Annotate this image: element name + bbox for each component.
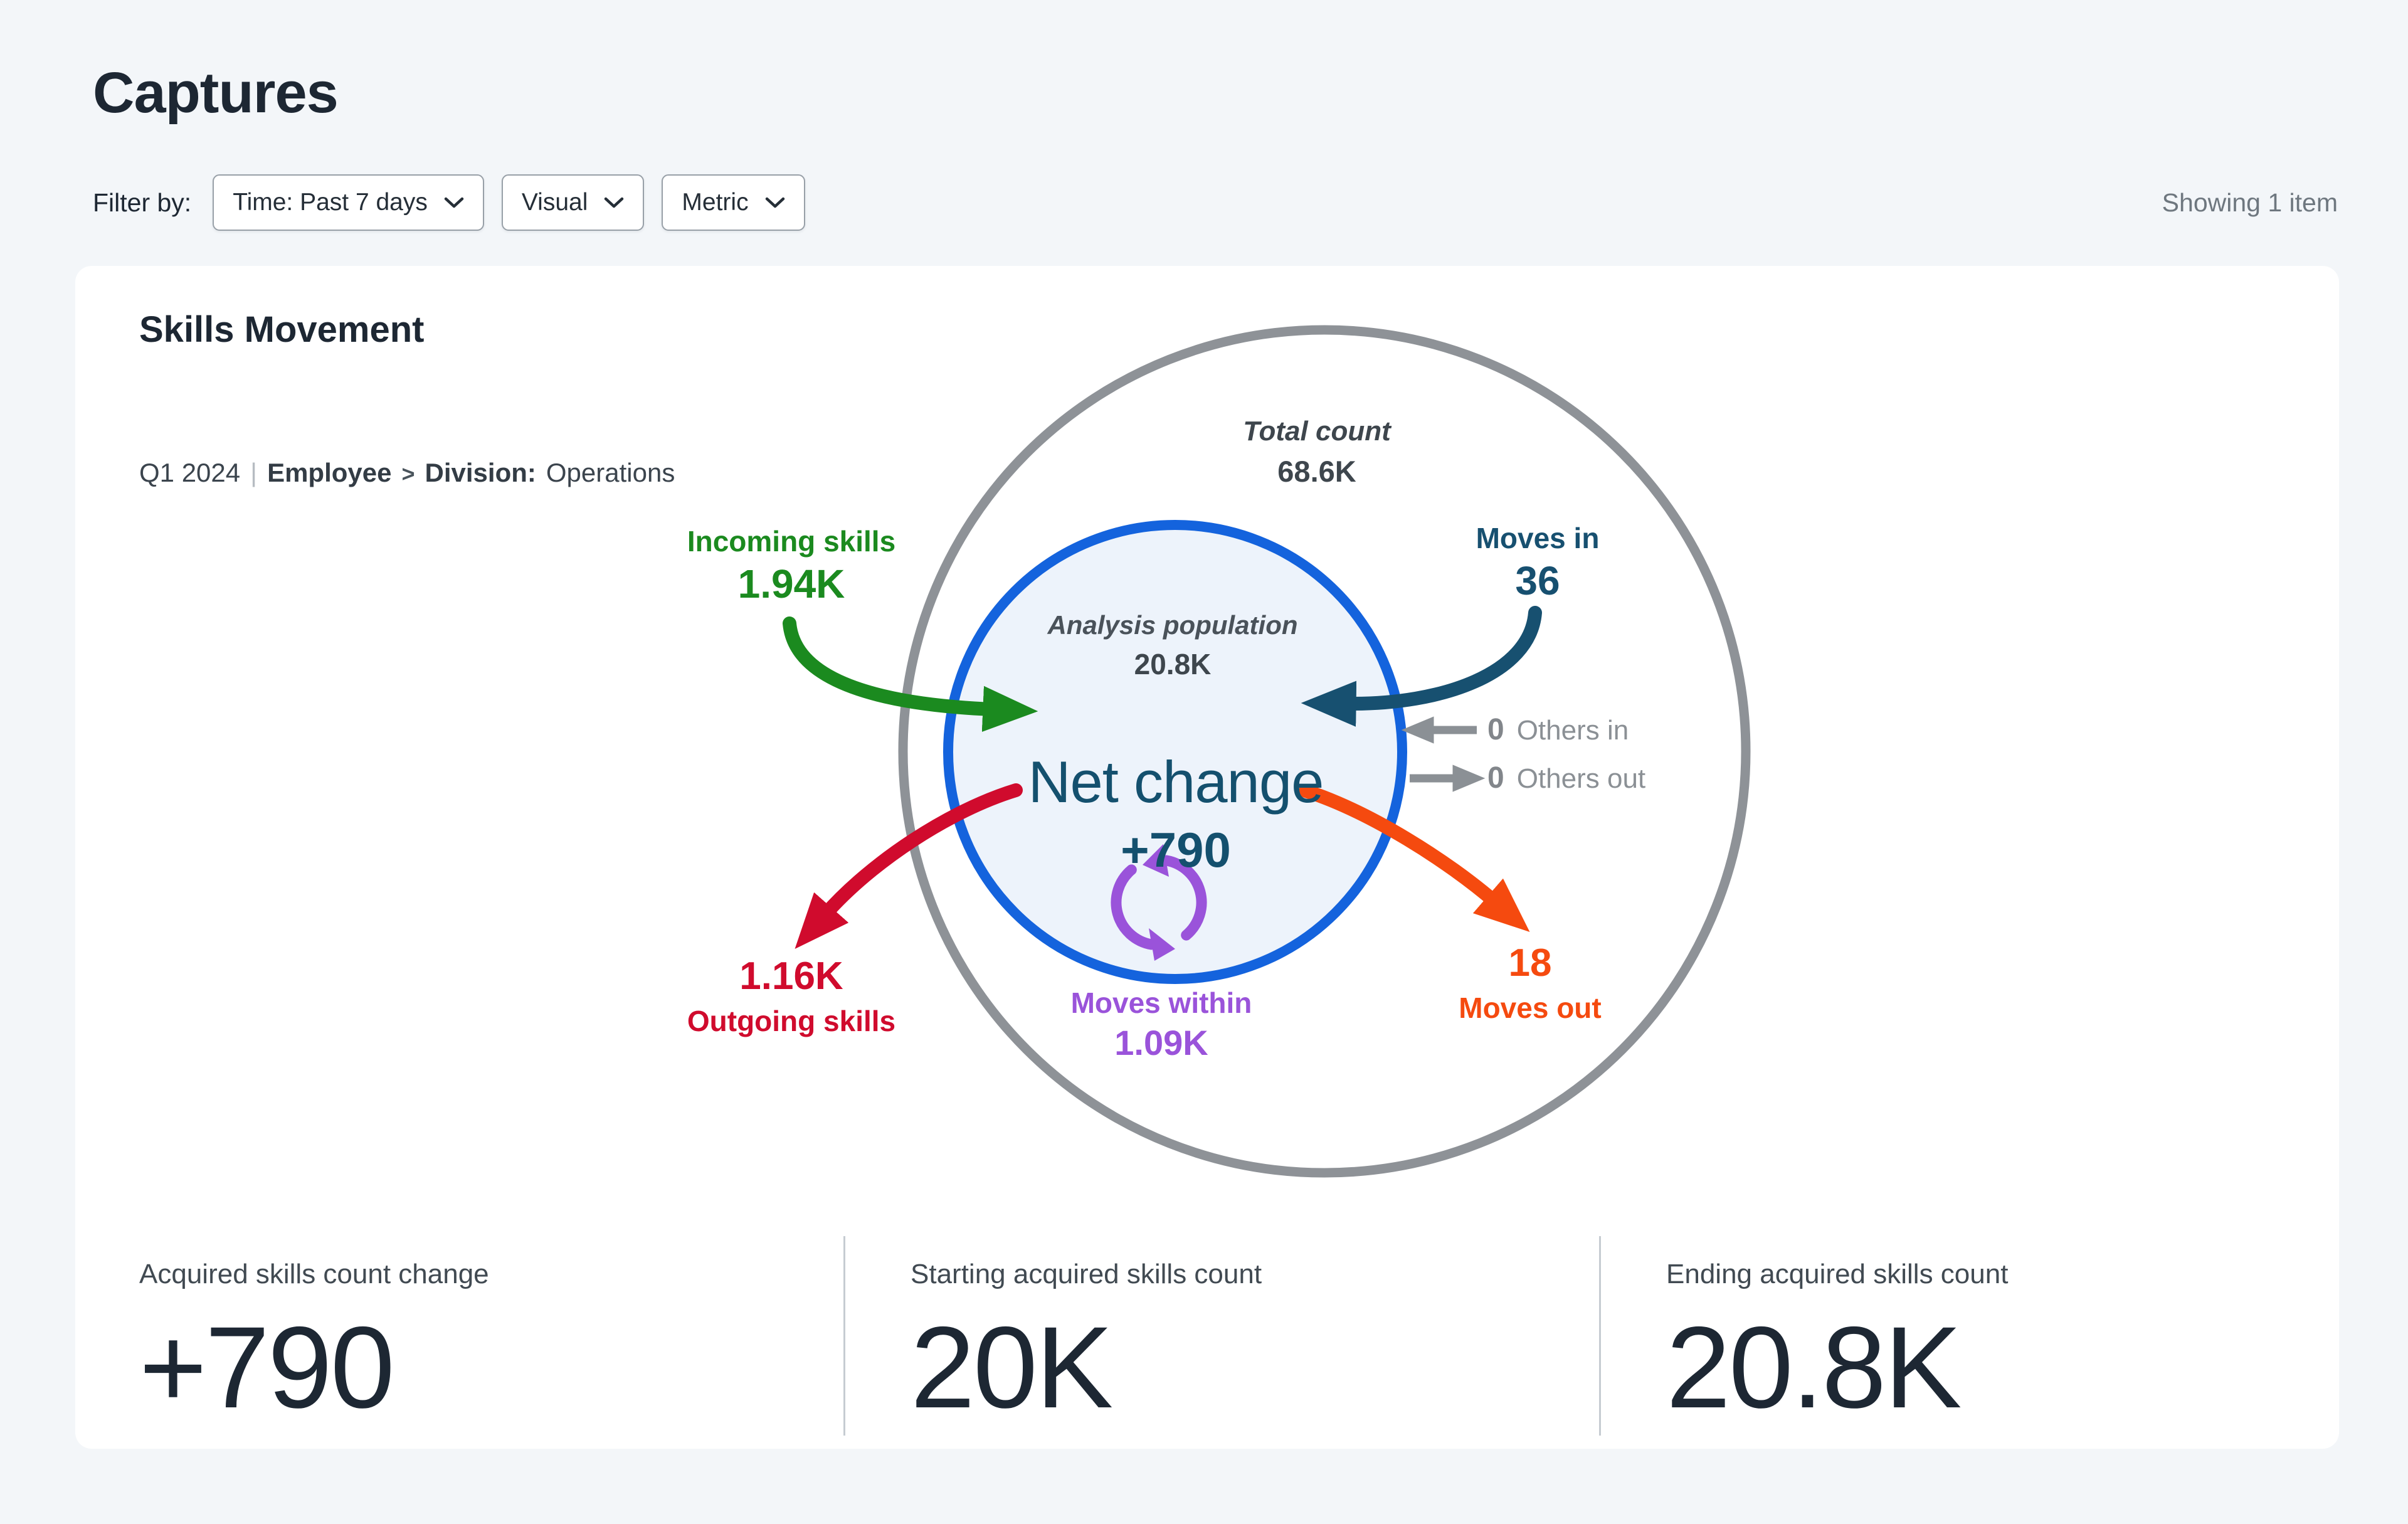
- analysis-population-circle: [943, 520, 1407, 984]
- moves-in-arrow: [1301, 606, 1542, 727]
- page-title: Captures: [93, 61, 339, 125]
- others-in-row: 0 Others in: [1487, 712, 1629, 747]
- subtitle-separator: |: [250, 458, 258, 487]
- incoming-skills-arrow: [783, 616, 1038, 732]
- stat-starting-count: Starting acquired skills count 20K: [911, 1259, 1262, 1434]
- incoming-skills-value: 1.94K: [737, 561, 845, 607]
- others-out-row: 0 Others out: [1487, 761, 1645, 795]
- others-out-value: 0: [1487, 761, 1504, 795]
- subtitle-entity: Employee: [267, 458, 392, 487]
- moves-in-value: 36: [1515, 558, 1560, 604]
- capture-card: Skills Movement Q1 2024 | Employee > Div…: [75, 266, 2339, 1449]
- stat-value: 20K: [911, 1303, 1113, 1432]
- subtitle-dimension-value: Operations: [546, 458, 675, 487]
- analysis-population-title: Analysis population: [1047, 610, 1298, 640]
- breadcrumb-chevron: >: [401, 461, 415, 487]
- metric-filter-label: Metric: [682, 189, 749, 216]
- stats-divider: [1599, 1236, 1601, 1436]
- stat-label: Ending acquired skills count: [1666, 1259, 2009, 1289]
- subtitle-dimension: Division:: [425, 458, 536, 487]
- time-filter-label: Time: Past 7 days: [233, 189, 428, 216]
- stat-value: 20.8K: [1666, 1303, 1962, 1432]
- visual-filter-label: Visual: [521, 189, 588, 216]
- moves-out-arrow: [1299, 784, 1530, 932]
- outgoing-skills-title: Outgoing skills: [687, 1005, 896, 1038]
- subtitle-period: Q1 2024: [139, 458, 241, 487]
- stat-label: Acquired skills count change: [139, 1259, 489, 1289]
- refresh-icon: [1111, 844, 1207, 961]
- showing-count: Showing 1 item: [2162, 188, 2338, 217]
- net-change-value: +790: [1121, 822, 1231, 877]
- analysis-population-label: Analysis population 20.8K: [1047, 610, 1297, 681]
- others-in-title: Others in: [1516, 715, 1629, 746]
- moves-within-value: 1.09K: [1114, 1023, 1208, 1063]
- moves-within-label: Moves within 1.09K: [1071, 986, 1252, 1064]
- moves-in-label: Moves in 36: [1476, 521, 1600, 605]
- incoming-skills-label: Incoming skills 1.94K: [687, 524, 895, 608]
- card-title: Skills Movement: [139, 309, 425, 350]
- others-out-title: Others out: [1516, 763, 1646, 794]
- chevron-down-icon: [444, 197, 464, 208]
- outgoing-skills-value: 1.16K: [739, 955, 843, 998]
- visual-filter-dropdown[interactable]: Visual: [501, 174, 645, 231]
- net-change-title: Net change: [1028, 749, 1324, 815]
- moves-in-title: Moves in: [1476, 522, 1600, 554]
- filter-by-label: Filter by:: [93, 188, 192, 217]
- metric-filter-dropdown[interactable]: Metric: [662, 174, 805, 231]
- outgoing-skills-label: 1.16K Outgoing skills: [687, 953, 895, 1038]
- total-count-value: 68.6K: [1277, 454, 1356, 488]
- chevron-down-icon: [765, 197, 784, 208]
- stat-label: Starting acquired skills count: [911, 1259, 1262, 1289]
- total-count-label: Total count 68.6K: [1243, 415, 1390, 489]
- outgoing-skills-arrow: [795, 783, 1023, 950]
- skills-movement-diagram: [783, 325, 1751, 1178]
- total-count-circle: [898, 325, 1751, 1178]
- stat-ending-count: Ending acquired skills count 20.8K: [1666, 1259, 2008, 1434]
- net-change-label: Net change +790: [1028, 748, 1324, 879]
- moves-out-value: 18: [1508, 941, 1552, 985]
- filter-bar: Filter by: Time: Past 7 days Visual Metr…: [93, 174, 805, 231]
- card-subtitle: Q1 2024 | Employee > Division: Operation…: [139, 458, 675, 488]
- incoming-skills-title: Incoming skills: [687, 525, 896, 558]
- analysis-population-value: 20.8K: [1134, 647, 1212, 680]
- total-count-title: Total count: [1243, 416, 1391, 447]
- moves-within-title: Moves within: [1070, 987, 1252, 1019]
- time-filter-dropdown[interactable]: Time: Past 7 days: [213, 174, 484, 231]
- stats-divider: [843, 1236, 845, 1436]
- stat-count-change: Acquired skills count change +790: [139, 1259, 489, 1434]
- stat-value: +790: [139, 1303, 395, 1432]
- others-in-value: 0: [1487, 713, 1504, 746]
- moves-out-title: Moves out: [1459, 992, 1602, 1025]
- chevron-down-icon: [605, 197, 624, 208]
- moves-out-label: 18 Moves out: [1459, 940, 1601, 1025]
